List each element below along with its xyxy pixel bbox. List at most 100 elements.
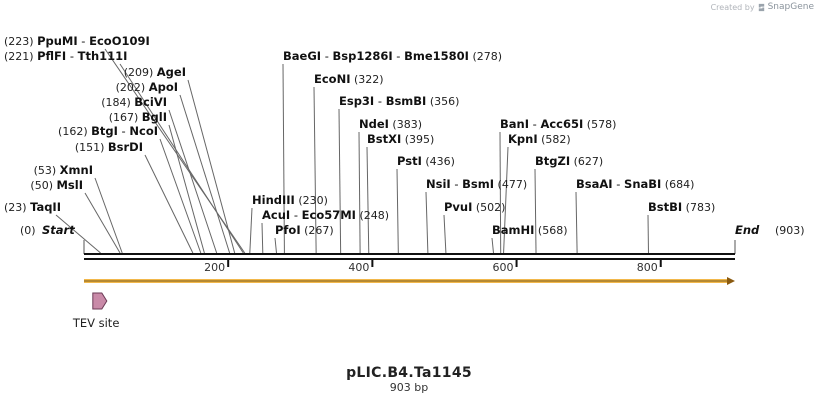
enzyme-position: (209) <box>124 66 157 79</box>
enzyme-label: (162) BtgI - NcoI <box>58 124 158 138</box>
enzyme-position: (184) <box>101 96 134 109</box>
enzyme-leader <box>187 79 236 254</box>
enzyme-label: BaeGI - Bsp1286I - Bme1580I (278) <box>283 49 502 63</box>
end-position: (903) <box>775 224 805 237</box>
enzyme-position: (627) <box>570 155 603 168</box>
enzyme-separator: - <box>613 177 624 191</box>
enzyme-label: PvuI (502) <box>444 200 505 214</box>
enzyme-separator: - <box>290 208 301 222</box>
enzyme-leader <box>366 146 370 254</box>
enzyme-leader <box>249 207 253 254</box>
enzyme-position: (248) <box>356 209 389 222</box>
enzyme-separator: - <box>529 117 540 131</box>
enzyme-position: (267) <box>301 224 334 237</box>
end-label: End <box>735 223 760 237</box>
enzyme-leader <box>179 94 231 254</box>
enzyme-name: BtgZI <box>535 154 570 168</box>
enzyme-leader <box>358 131 361 254</box>
enzyme-name: Eco57MI <box>302 208 356 222</box>
start-label: Start <box>42 223 75 237</box>
enzyme-name: AcuI <box>262 208 290 222</box>
enzyme-label: (167) BglI <box>109 110 167 124</box>
enzyme-position: (223) <box>4 35 37 48</box>
enzyme-leader <box>503 146 509 254</box>
enzyme-leader <box>499 131 502 254</box>
enzyme-label: NsiI - BsmI (477) <box>426 177 527 191</box>
ruler-tick-label: 400 <box>348 261 369 274</box>
enzyme-name: SnaBI <box>624 177 661 191</box>
enzyme-name: BanI <box>500 117 529 131</box>
enzyme-label: (23) TaqII <box>4 200 61 214</box>
enzyme-name: Tth111I <box>78 49 128 63</box>
enzyme-label: BsaAI - SnaBI (684) <box>576 177 694 191</box>
enzyme-position: (477) <box>494 178 527 191</box>
enzyme-leader <box>168 124 205 254</box>
enzyme-name: EcoO109I <box>89 34 150 48</box>
enzyme-position: (322) <box>350 73 383 86</box>
enzyme-separator: - <box>66 49 77 63</box>
enzyme-name: PflFI <box>37 49 66 63</box>
enzyme-name: MslI <box>56 178 83 192</box>
enzyme-label: KpnI (582) <box>508 132 571 146</box>
enzyme-leader <box>338 108 342 254</box>
enzyme-label: BanI - Acc65I (578) <box>500 117 616 131</box>
feature-label: TEV site <box>72 316 120 330</box>
enzyme-position: (783) <box>682 201 715 214</box>
ruler-tick-label: 200 <box>204 261 225 274</box>
enzyme-label: BtgZI (627) <box>535 154 603 168</box>
enzyme-leader <box>282 63 285 254</box>
enzyme-position: (578) <box>583 118 616 131</box>
enzyme-position: (230) <box>295 194 328 207</box>
enzyme-position: (50) <box>30 179 56 192</box>
enzyme-name: BamHI <box>492 223 534 237</box>
snapgene-logo-icon <box>758 3 764 11</box>
created-by-credit: Created by SnapGene <box>711 2 814 12</box>
enzyme-label: BstBI (783) <box>648 200 715 214</box>
enzyme-leader <box>491 237 494 254</box>
ruler-tick-label: 800 <box>637 261 658 274</box>
enzyme-leader <box>94 177 123 254</box>
enzyme-leader <box>443 214 447 254</box>
enzyme-name: Acc65I <box>540 117 583 131</box>
enzyme-position: (162) <box>58 125 91 138</box>
enzyme-name: NdeI <box>359 117 389 131</box>
enzyme-position: (221) <box>4 50 37 63</box>
enzyme-leader <box>261 222 264 254</box>
enzyme-position: (53) <box>34 164 60 177</box>
enzyme-label: (50) MslI <box>30 178 83 192</box>
enzyme-name: EcoNI <box>314 72 350 86</box>
enzyme-name: BciVI <box>134 95 167 109</box>
enzyme-leader <box>396 168 399 254</box>
enzyme-leader <box>84 192 121 254</box>
enzyme-separator: - <box>118 124 129 138</box>
enzyme-name: KpnI <box>508 132 538 146</box>
enzyme-leader <box>168 109 218 254</box>
enzyme-name: AgeI <box>157 65 186 79</box>
enzyme-label: (53) XmnI <box>34 163 93 177</box>
enzyme-name: BtgI <box>91 124 118 138</box>
enzyme-leader <box>55 214 101 254</box>
enzyme-name: PvuI <box>444 200 472 214</box>
enzyme-name: BglI <box>142 110 167 124</box>
enzyme-leader <box>313 86 317 254</box>
enzyme-label: (184) BciVI <box>101 95 167 109</box>
enzyme-leader <box>159 138 202 254</box>
enzyme-name: BsaAI <box>576 177 613 191</box>
enzyme-name: HindIII <box>252 193 295 207</box>
enzyme-position: (684) <box>661 178 694 191</box>
enzyme-leader <box>575 191 578 254</box>
enzyme-leader <box>274 237 277 254</box>
enzyme-label: NdeI (383) <box>359 117 422 131</box>
enzyme-label: BstXI (395) <box>367 132 434 146</box>
enzyme-position: (395) <box>401 133 434 146</box>
enzyme-position: (167) <box>109 111 142 124</box>
enzyme-label: PfoI (267) <box>275 223 334 237</box>
enzyme-name: PfoI <box>275 223 301 237</box>
enzyme-separator: - <box>393 49 404 63</box>
enzyme-separator: - <box>451 177 462 191</box>
enzyme-name: Bsp1286I <box>333 49 393 63</box>
enzyme-label: PstI (436) <box>397 154 455 168</box>
backbone-group <box>84 253 735 260</box>
